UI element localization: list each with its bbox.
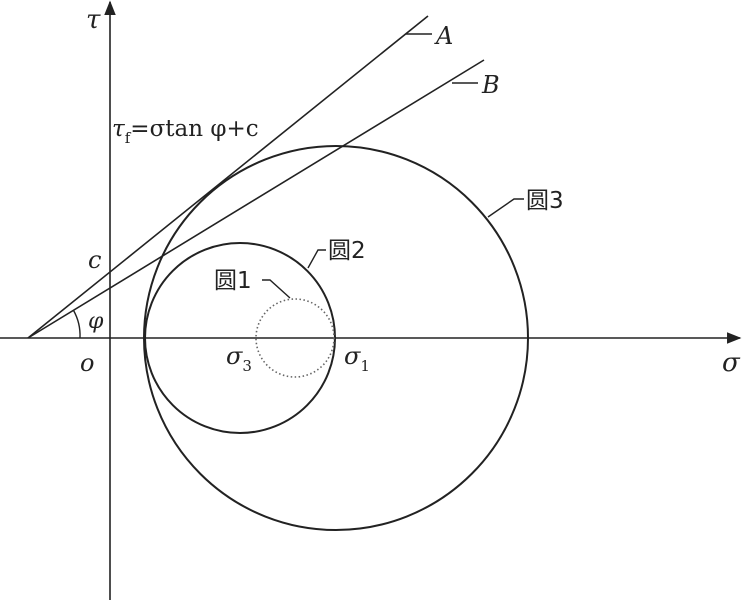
- line-a-label: A: [434, 22, 453, 50]
- sigma1-base: σ: [344, 342, 361, 370]
- phi-label: φ: [88, 309, 104, 334]
- circle-2-label: 圆2: [328, 238, 366, 264]
- formula-tau: τ: [112, 116, 126, 142]
- leader-circle-1: [262, 279, 291, 299]
- sigma-axis-label: σ: [722, 348, 741, 378]
- circle-1-dotted: [255, 298, 335, 378]
- failure-line-b: [27, 59, 485, 339]
- circle-3-label: 圆3: [526, 188, 564, 214]
- sigma3-label: σ3: [226, 342, 252, 375]
- line-b-label: B: [481, 71, 500, 99]
- leader-circle-2: [307, 249, 326, 269]
- origin-label: o: [80, 349, 94, 377]
- failure-formula: τf=σtan φ+c: [112, 116, 259, 147]
- phi-angle-arc: [72, 309, 81, 339]
- circle-2: [144, 242, 336, 434]
- sigma3-base: σ: [226, 342, 243, 370]
- formula-rest: =σtan φ+c: [130, 116, 258, 142]
- failure-line-a: [27, 15, 429, 339]
- tau-axis-label: τ: [86, 5, 101, 35]
- formula-subscript: f: [125, 129, 132, 147]
- leader-circle-3: [487, 198, 524, 218]
- sigma1-subscript: 1: [360, 357, 370, 375]
- cohesion-label: c: [88, 246, 101, 274]
- sigma3-subscript: 3: [242, 357, 252, 375]
- circle-1-label: 圆1: [214, 268, 252, 294]
- sigma1-label: σ1: [344, 342, 370, 375]
